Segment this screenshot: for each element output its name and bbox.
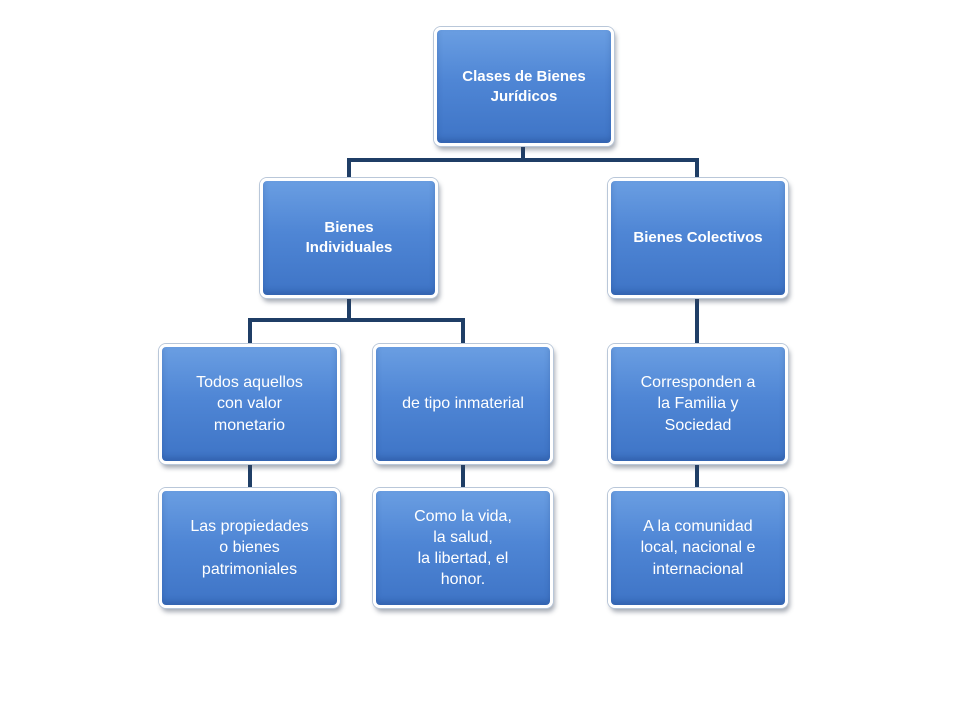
node-bienes-individuales: Bienes Individuales	[260, 178, 438, 298]
node-label: Bienes Colectivos	[633, 229, 763, 247]
node-valor-monetario: Todos aquellos con valor monetario	[159, 344, 340, 464]
node-familia-y-sociedad: Corresponden a la Familia y Sociedad	[608, 344, 788, 464]
node-propiedades-patrimoniales: Las propiedades o bienes patrimoniales	[159, 488, 340, 608]
connector-individuales-to-children	[248, 295, 465, 348]
node-label: Corresponden a la Familia y Sociedad	[640, 374, 756, 434]
node-label: Todos aquellos con valor monetario	[196, 374, 303, 434]
node-label: Las propiedades o bienes patrimoniales	[190, 518, 309, 578]
connector-root-to-level1	[347, 144, 699, 182]
node-label: de tipo inmaterial	[402, 395, 524, 413]
node-label: A la comunidad local, nacional e interna…	[640, 518, 756, 578]
node-tipo-inmaterial: de tipo inmaterial	[373, 344, 553, 464]
node-bienes-colectivos: Bienes Colectivos	[608, 178, 788, 298]
node-clases-de-bienes-juridicos: Clases de Bienes Jurídicos	[434, 27, 614, 146]
node-vida-salud-libertad-honor: Como la vida, la salud, la libertad, el …	[373, 488, 553, 608]
node-label: Bienes Individuales	[305, 219, 393, 256]
node-label: Clases de Bienes Jurídicos	[462, 67, 586, 105]
node-label: Como la vida, la salud, la libertad, el …	[414, 507, 512, 589]
node-comunidad-local-nacional-internacional: A la comunidad local, nacional e interna…	[608, 488, 788, 608]
